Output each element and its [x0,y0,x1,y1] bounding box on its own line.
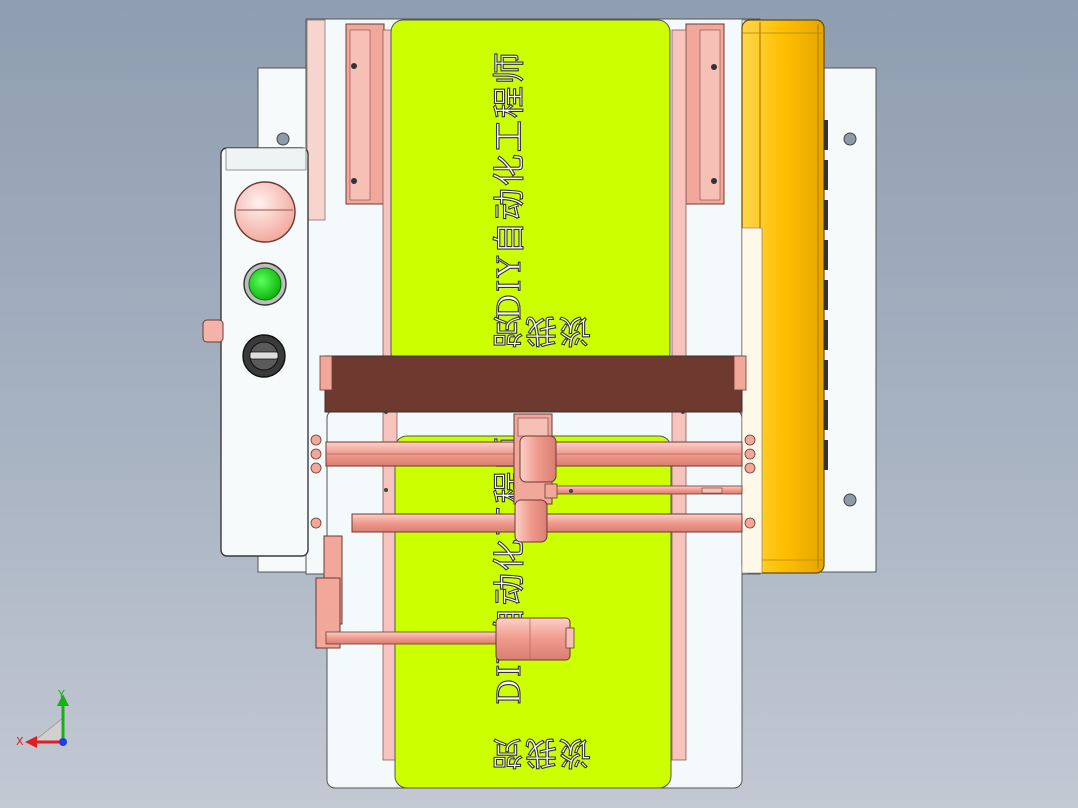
crossbar [324,355,743,413]
triad-x-label: X [16,735,24,748]
rod-end-bolt [744,462,756,474]
actuator-cylinder [495,617,571,661]
rod-end-bolt [310,448,322,460]
coordinate-triad-icon: Y X [16,688,69,748]
upper-right-bracket-inner [699,29,721,201]
rod-slot [701,487,723,494]
control-box-side-knob [202,319,224,343]
actuator-rod [325,631,499,645]
slider-bearing-block-lower [514,499,548,543]
triad-y-label: Y [57,688,65,701]
upper-belt-label-line2: 谈我贺 [489,312,591,350]
rod-end-bolt [744,448,756,460]
emergency-stop-button-icon[interactable] [234,181,296,243]
right-back-plate [819,67,877,573]
rod-end-bolt [744,434,756,446]
crossbar-end-right [733,355,747,391]
upper-left-bracket-inner [349,29,371,201]
rod-end-bolt [310,517,322,529]
lower-belt-label-line2: 谈我贺 [489,734,591,772]
slider-bearing-block [519,435,557,483]
mount-hole [276,132,290,146]
upper-belt-label-line1: DIY自动化工程师 [490,50,528,319]
left-frame-column [306,19,326,221]
motor-cover-vents [824,120,828,470]
rod-end-bolt [310,462,322,474]
crossbar-end-left [319,355,333,391]
rod-end-bolt [744,517,756,529]
bolt [384,488,388,492]
mount-hole [843,493,857,507]
selector-switch-icon[interactable] [242,334,286,378]
bolt [351,63,357,69]
rod-end-bolt [310,434,322,446]
bolt [711,64,717,70]
start-button-icon[interactable] [243,262,287,306]
bolt [711,178,717,184]
mount-hole [843,132,857,146]
bolt [351,178,357,184]
